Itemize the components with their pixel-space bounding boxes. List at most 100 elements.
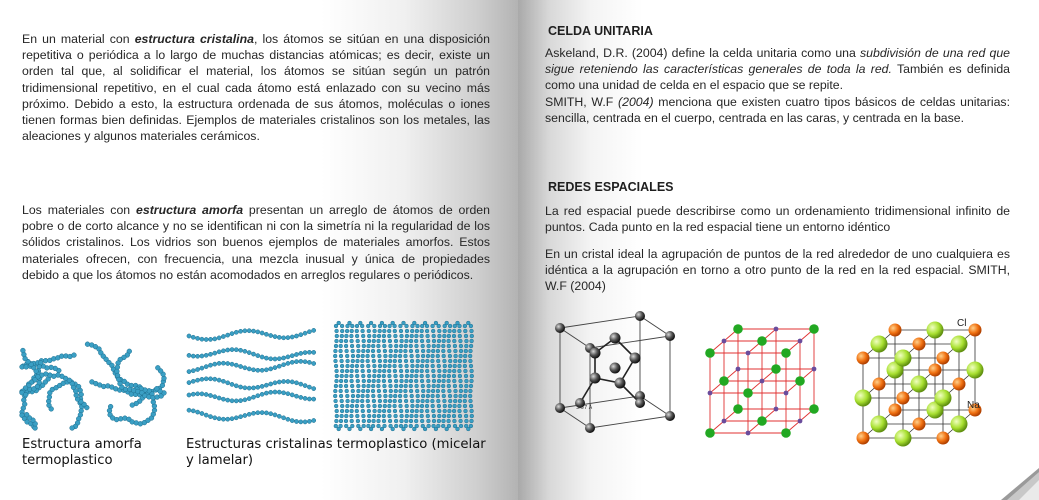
polymer-bead bbox=[365, 353, 370, 359]
polymer-bead bbox=[453, 358, 458, 364]
polymer-bead bbox=[464, 423, 469, 429]
cl-ion bbox=[870, 335, 888, 353]
polymer-bead bbox=[392, 328, 397, 334]
polymer-bead bbox=[361, 413, 366, 419]
page-turn-corner[interactable] bbox=[1001, 468, 1039, 500]
label-cl: Cl bbox=[957, 318, 966, 329]
micellar-polymer-illustration bbox=[186, 328, 317, 425]
polymer-bead bbox=[347, 320, 352, 326]
polymer-bead bbox=[388, 343, 393, 349]
polymer-bead bbox=[355, 398, 360, 404]
polymer-bead bbox=[338, 388, 343, 394]
polymer-bead bbox=[430, 358, 435, 364]
polymer-bead bbox=[469, 338, 474, 344]
polymer-bead bbox=[447, 393, 453, 399]
polymer-bead bbox=[272, 365, 278, 370]
polymer-bead bbox=[195, 391, 200, 397]
polymer-bead bbox=[229, 347, 235, 352]
polymer-bead bbox=[382, 348, 388, 354]
polymer-bead bbox=[430, 363, 435, 369]
polymer-bead bbox=[424, 328, 430, 334]
polymer-bead bbox=[345, 353, 350, 359]
polymer-bead bbox=[371, 398, 377, 404]
polymer-bead bbox=[403, 383, 408, 389]
polymer-bead bbox=[311, 328, 317, 333]
polymer-bead bbox=[433, 426, 439, 432]
polymer-bead bbox=[339, 363, 345, 369]
polymer-bead bbox=[419, 338, 425, 344]
polymer-bead bbox=[344, 388, 349, 394]
polymer-bead bbox=[383, 398, 388, 404]
polymer-bead bbox=[404, 373, 410, 379]
polymer-bead bbox=[377, 398, 383, 404]
polymer-bead bbox=[366, 403, 371, 409]
polymer-bead bbox=[350, 348, 355, 354]
polymer-bead bbox=[368, 320, 374, 326]
polymer-bead bbox=[431, 348, 436, 354]
polymer-bead bbox=[361, 383, 366, 389]
polymer-bead bbox=[452, 338, 457, 344]
polymer-bead bbox=[409, 393, 414, 399]
text-italic: subdivisión de una red que sigue retenie… bbox=[545, 46, 1010, 77]
lattice-atom-green bbox=[757, 336, 767, 346]
polymer-bead bbox=[350, 423, 355, 429]
polymer-bead bbox=[298, 359, 304, 364]
lattice-node-purple bbox=[797, 338, 803, 344]
polymer-bead bbox=[349, 333, 354, 339]
na-ion bbox=[856, 431, 870, 445]
polymer-bead bbox=[255, 367, 261, 373]
polymer-bead bbox=[343, 338, 349, 344]
polymer-bead bbox=[419, 408, 424, 414]
polymer-bead bbox=[398, 348, 403, 354]
polymer-bead bbox=[377, 368, 382, 374]
polymer-bead bbox=[360, 323, 365, 329]
polymer-bead bbox=[403, 343, 408, 349]
lattice-node-purple bbox=[721, 418, 727, 424]
polymer-bead bbox=[334, 328, 339, 334]
polymer-bead bbox=[408, 338, 414, 344]
polymer-bead bbox=[344, 368, 350, 374]
polymer-bead bbox=[349, 338, 354, 344]
polymer-bead bbox=[469, 368, 474, 374]
polymer-bead bbox=[338, 393, 344, 399]
paragraph-estructura-cristalina: En un material con estructura cristalina… bbox=[22, 31, 490, 144]
polymer-bead bbox=[361, 388, 366, 394]
polymer-bead bbox=[366, 368, 372, 374]
polymer-bead bbox=[361, 348, 366, 354]
polymer-bead bbox=[382, 328, 387, 334]
polymer-bead bbox=[190, 334, 196, 340]
polymer-bead bbox=[246, 350, 252, 355]
polymer-bead bbox=[376, 383, 381, 389]
polymer-bead bbox=[381, 378, 387, 384]
cl-ion bbox=[934, 389, 952, 407]
polymer-bead bbox=[216, 349, 222, 355]
polymer-bead bbox=[468, 398, 473, 404]
polymer-bead bbox=[339, 413, 344, 419]
polymer-bead bbox=[437, 328, 442, 334]
polymer-bead bbox=[307, 360, 312, 365]
polymer-bead bbox=[442, 368, 447, 374]
polymer-bead bbox=[419, 328, 424, 334]
polymer-bead bbox=[289, 353, 295, 359]
polymer-bead bbox=[307, 419, 312, 424]
polymer-bead bbox=[463, 368, 468, 374]
polymer-bead bbox=[225, 347, 231, 353]
polymer-bead bbox=[355, 378, 360, 384]
polymer-bead bbox=[333, 358, 338, 364]
polymer-bead bbox=[431, 373, 436, 379]
polymer-bead bbox=[452, 423, 458, 429]
polymer-bead bbox=[393, 348, 399, 354]
polymer-bead bbox=[431, 408, 436, 414]
polymer-bead bbox=[415, 363, 420, 369]
polymer-bead bbox=[307, 349, 312, 355]
polymer-bead bbox=[442, 323, 447, 329]
polymer-bead bbox=[441, 353, 446, 359]
polymer-bead bbox=[379, 320, 385, 326]
paragraph-celda-unitaria: Askeland, D.R. (2004) define la celda un… bbox=[545, 45, 1010, 126]
cl-ion bbox=[894, 349, 912, 367]
polymer-bead bbox=[354, 408, 359, 414]
lattice-atom-green bbox=[705, 428, 715, 438]
polymer-bead bbox=[221, 348, 226, 354]
polymer-bead bbox=[451, 373, 457, 379]
polymer-bead bbox=[366, 363, 371, 369]
